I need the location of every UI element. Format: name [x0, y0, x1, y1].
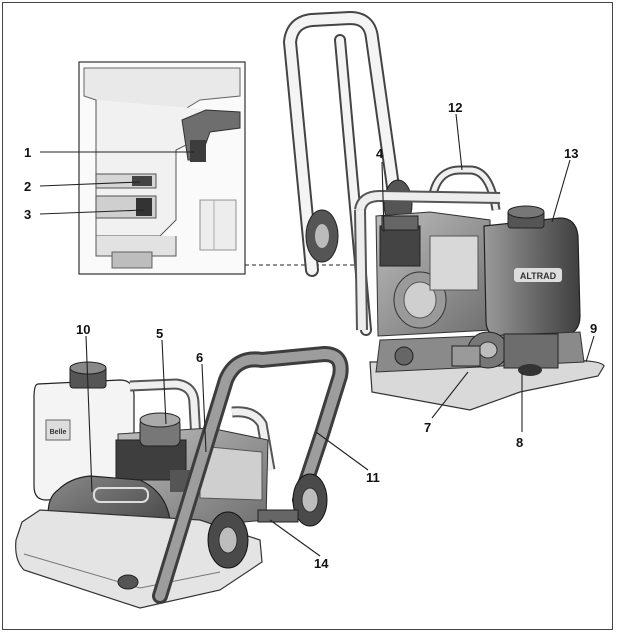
rear-view-compactor: ALTRAD [282, 10, 605, 411]
callout-3: 3 [24, 207, 31, 222]
callout-11: 11 [366, 470, 380, 485]
rear-tank-brand: ALTRAD [520, 271, 557, 281]
front-view-compactor: Belle [15, 345, 349, 609]
callout-4: 4 [376, 146, 384, 161]
callout-12: 12 [448, 100, 462, 115]
callout-7: 7 [424, 420, 431, 435]
callout-labels: 1 2 3 4 5 6 7 8 9 10 11 12 13 14 [24, 100, 597, 571]
callout-9: 9 [590, 321, 597, 336]
callout-13: 13 [564, 146, 578, 161]
callout-8: 8 [516, 435, 523, 450]
callout-6: 6 [196, 350, 203, 365]
callout-14: 14 [314, 556, 329, 571]
callout-1: 1 [24, 145, 31, 160]
throttle-detail-inset [78, 61, 246, 275]
callout-2: 2 [24, 179, 31, 194]
front-tank-brand: Belle [50, 429, 67, 436]
callout-5: 5 [156, 326, 163, 341]
callout-lines [39, 113, 595, 557]
callout-10: 10 [76, 322, 90, 337]
